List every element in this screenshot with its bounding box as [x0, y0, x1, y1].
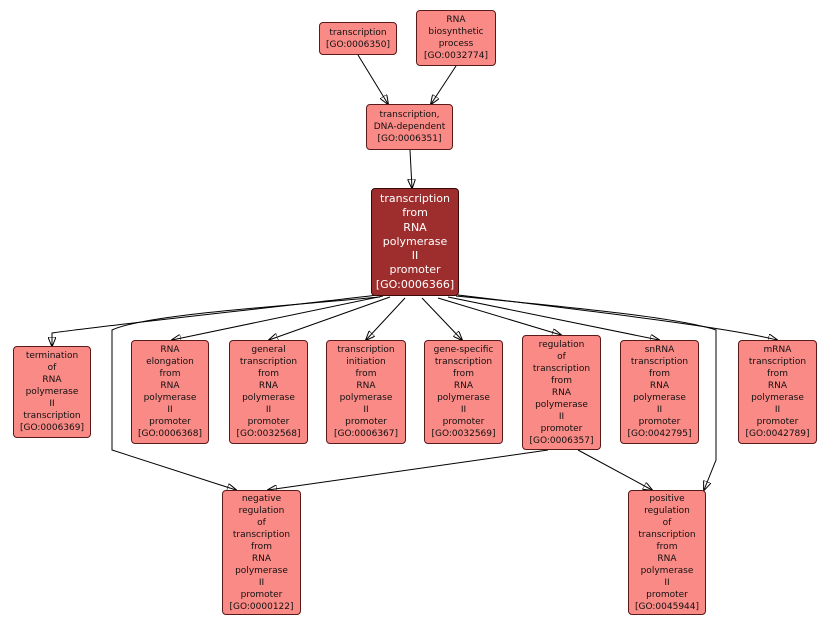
- go-id: [GO:0000122]: [229, 601, 294, 612]
- edge-polii-to-negative: [111, 296, 381, 490]
- go-id: [GO:0006367]: [333, 429, 399, 439]
- go-id: [GO:0032774]: [423, 51, 489, 61]
- node-regulation-of-transcription-from-rna-polymerase-ii-promoter[interactable]: regulation of transcription from RNA pol…: [522, 335, 601, 450]
- node-transcription-from-rna-polymerase-ii-promoter[interactable]: transcription from RNA polymerase II pro…: [371, 188, 459, 296]
- edge-regulation-to-negative: [268, 449, 549, 490]
- edge-polii-to-positive: [455, 295, 717, 490]
- edge-polii-to-snrna: [447, 296, 659, 340]
- edge-polii-to-regulation: [437, 297, 561, 335]
- node-label: transcription: [329, 27, 387, 38]
- node-label: RNA elongation from RNA polymerase II pr…: [143, 345, 197, 427]
- node-rna-elongation-from-rna-polymerase-ii-promoter[interactable]: RNA elongation from RNA polymerase II pr…: [131, 340, 209, 444]
- edge-regulation-to-positive: [577, 449, 652, 490]
- node-label: positive regulation of transcription fro…: [638, 493, 696, 600]
- edge-dna-dependent-to-polii: [410, 149, 412, 188]
- node-label: transcription from RNA polymerase II pro…: [380, 192, 450, 277]
- node-label: transcription initiation from RNA polyme…: [337, 345, 395, 427]
- go-id: [GO:0032569]: [431, 429, 496, 439]
- edge-transcription-to-dna-dependent: [357, 54, 388, 104]
- go-id: [GO:0042789]: [745, 429, 810, 439]
- node-transcription[interactable]: transcription [GO:0006350]: [319, 22, 397, 55]
- edge-polii-to-gene-specific: [421, 297, 462, 340]
- node-label: gene-specific transcription from RNA pol…: [433, 345, 494, 427]
- node-label: regulation of transcription from RNA pol…: [532, 339, 591, 434]
- node-label: mRNA transcription from RNA polymerase I…: [748, 345, 807, 427]
- node-label: negative regulation of transcription fro…: [232, 493, 291, 600]
- node-mrna-transcription-from-rna-polymerase-ii-promoter[interactable]: mRNA transcription from RNA polymerase I…: [738, 340, 817, 444]
- node-label: snRNA transcription from RNA polymerase …: [630, 345, 689, 427]
- node-snrna-transcription-from-rna-polymerase-ii-promoter[interactable]: snRNA transcription from RNA polymerase …: [620, 340, 699, 444]
- node-termination-of-rna-polymerase-ii-transcription[interactable]: termination of RNA polymerase II transcr…: [13, 346, 91, 438]
- edge-polii-to-mrna: [457, 294, 777, 340]
- edge-polii-to-general: [269, 296, 391, 340]
- node-rna-biosynthetic-process[interactable]: RNA biosynthetic process [GO:0032774]: [416, 10, 496, 66]
- edge-rna-biosynthetic-to-dna-dependent: [431, 65, 457, 104]
- node-label: termination of RNA polymerase II transcr…: [23, 351, 81, 421]
- node-label: transcription, DNA-dependent: [373, 110, 446, 132]
- go-id: [GO:0045944]: [634, 601, 700, 612]
- node-gene-specific-transcription-from-rna-polymerase-ii-promoter[interactable]: gene-specific transcription from RNA pol…: [424, 340, 503, 444]
- node-negative-regulation-of-transcription-from-rna-polymerase-ii-promoter[interactable]: negative regulation of transcription fro…: [222, 490, 301, 615]
- go-id: [GO:0006350]: [325, 39, 391, 50]
- node-general-transcription-from-rna-polymerase-ii-promoter[interactable]: general transcription from RNA polymeras…: [229, 340, 308, 444]
- edge-polii-to-termination: [52, 294, 379, 346]
- node-transcription-initiation-from-rna-polymerase-ii-promoter[interactable]: transcription initiation from RNA polyme…: [326, 340, 406, 444]
- go-id: [GO:0032568]: [236, 429, 301, 439]
- edge-polii-to-initiation: [366, 297, 406, 340]
- go-id: [GO:0006368]: [137, 429, 203, 439]
- go-id: [GO:0006351]: [377, 134, 442, 144]
- go-id: [GO:0006366]: [375, 277, 455, 291]
- node-transcription-dna-dependent[interactable]: transcription, DNA-dependent [GO:0006351…: [366, 104, 453, 150]
- go-id: [GO:0006369]: [19, 423, 85, 433]
- go-id: [GO:0042795]: [627, 429, 692, 439]
- node-positive-regulation-of-transcription-from-rna-polymerase-ii-promoter[interactable]: positive regulation of transcription fro…: [628, 490, 706, 615]
- go-id: [GO:0006357]: [529, 435, 594, 446]
- edge-polii-to-elongation: [172, 295, 384, 340]
- node-label: RNA biosynthetic process: [428, 15, 484, 49]
- node-label: general transcription from RNA polymeras…: [239, 345, 298, 427]
